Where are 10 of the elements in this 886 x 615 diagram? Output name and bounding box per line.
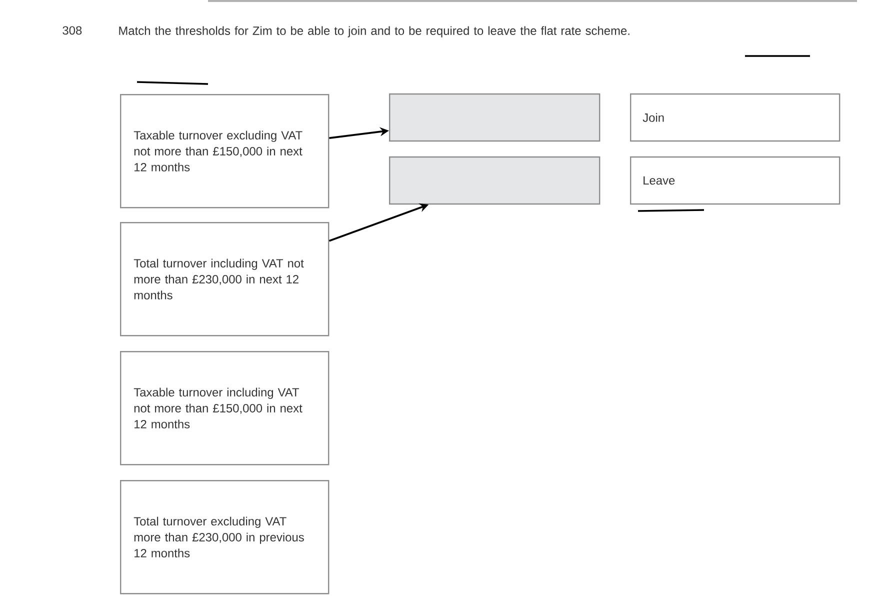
option-box: Taxable turnover excluding VAT not more than £150,000 in next 12 months	[120, 94, 330, 208]
option-box: Total turnover including VAT not more than £230,000 in next 12 months	[120, 222, 330, 336]
question-number: 308	[62, 26, 82, 35]
answer-slot	[389, 93, 600, 142]
answer-box: Leave	[630, 156, 840, 205]
answer-slot	[389, 156, 600, 205]
answer-box: Join	[630, 93, 840, 142]
option-box: Total turnover excluding VAT more than £230,000 in previous 12 months	[120, 480, 330, 594]
option-box: Taxable turnover including VAT not more than £150,000 in next 12 months	[120, 351, 330, 466]
question-text: Match the thresholds for Zim to be able to join and to be required to leave the flat rate scheme.	[119, 26, 630, 38]
